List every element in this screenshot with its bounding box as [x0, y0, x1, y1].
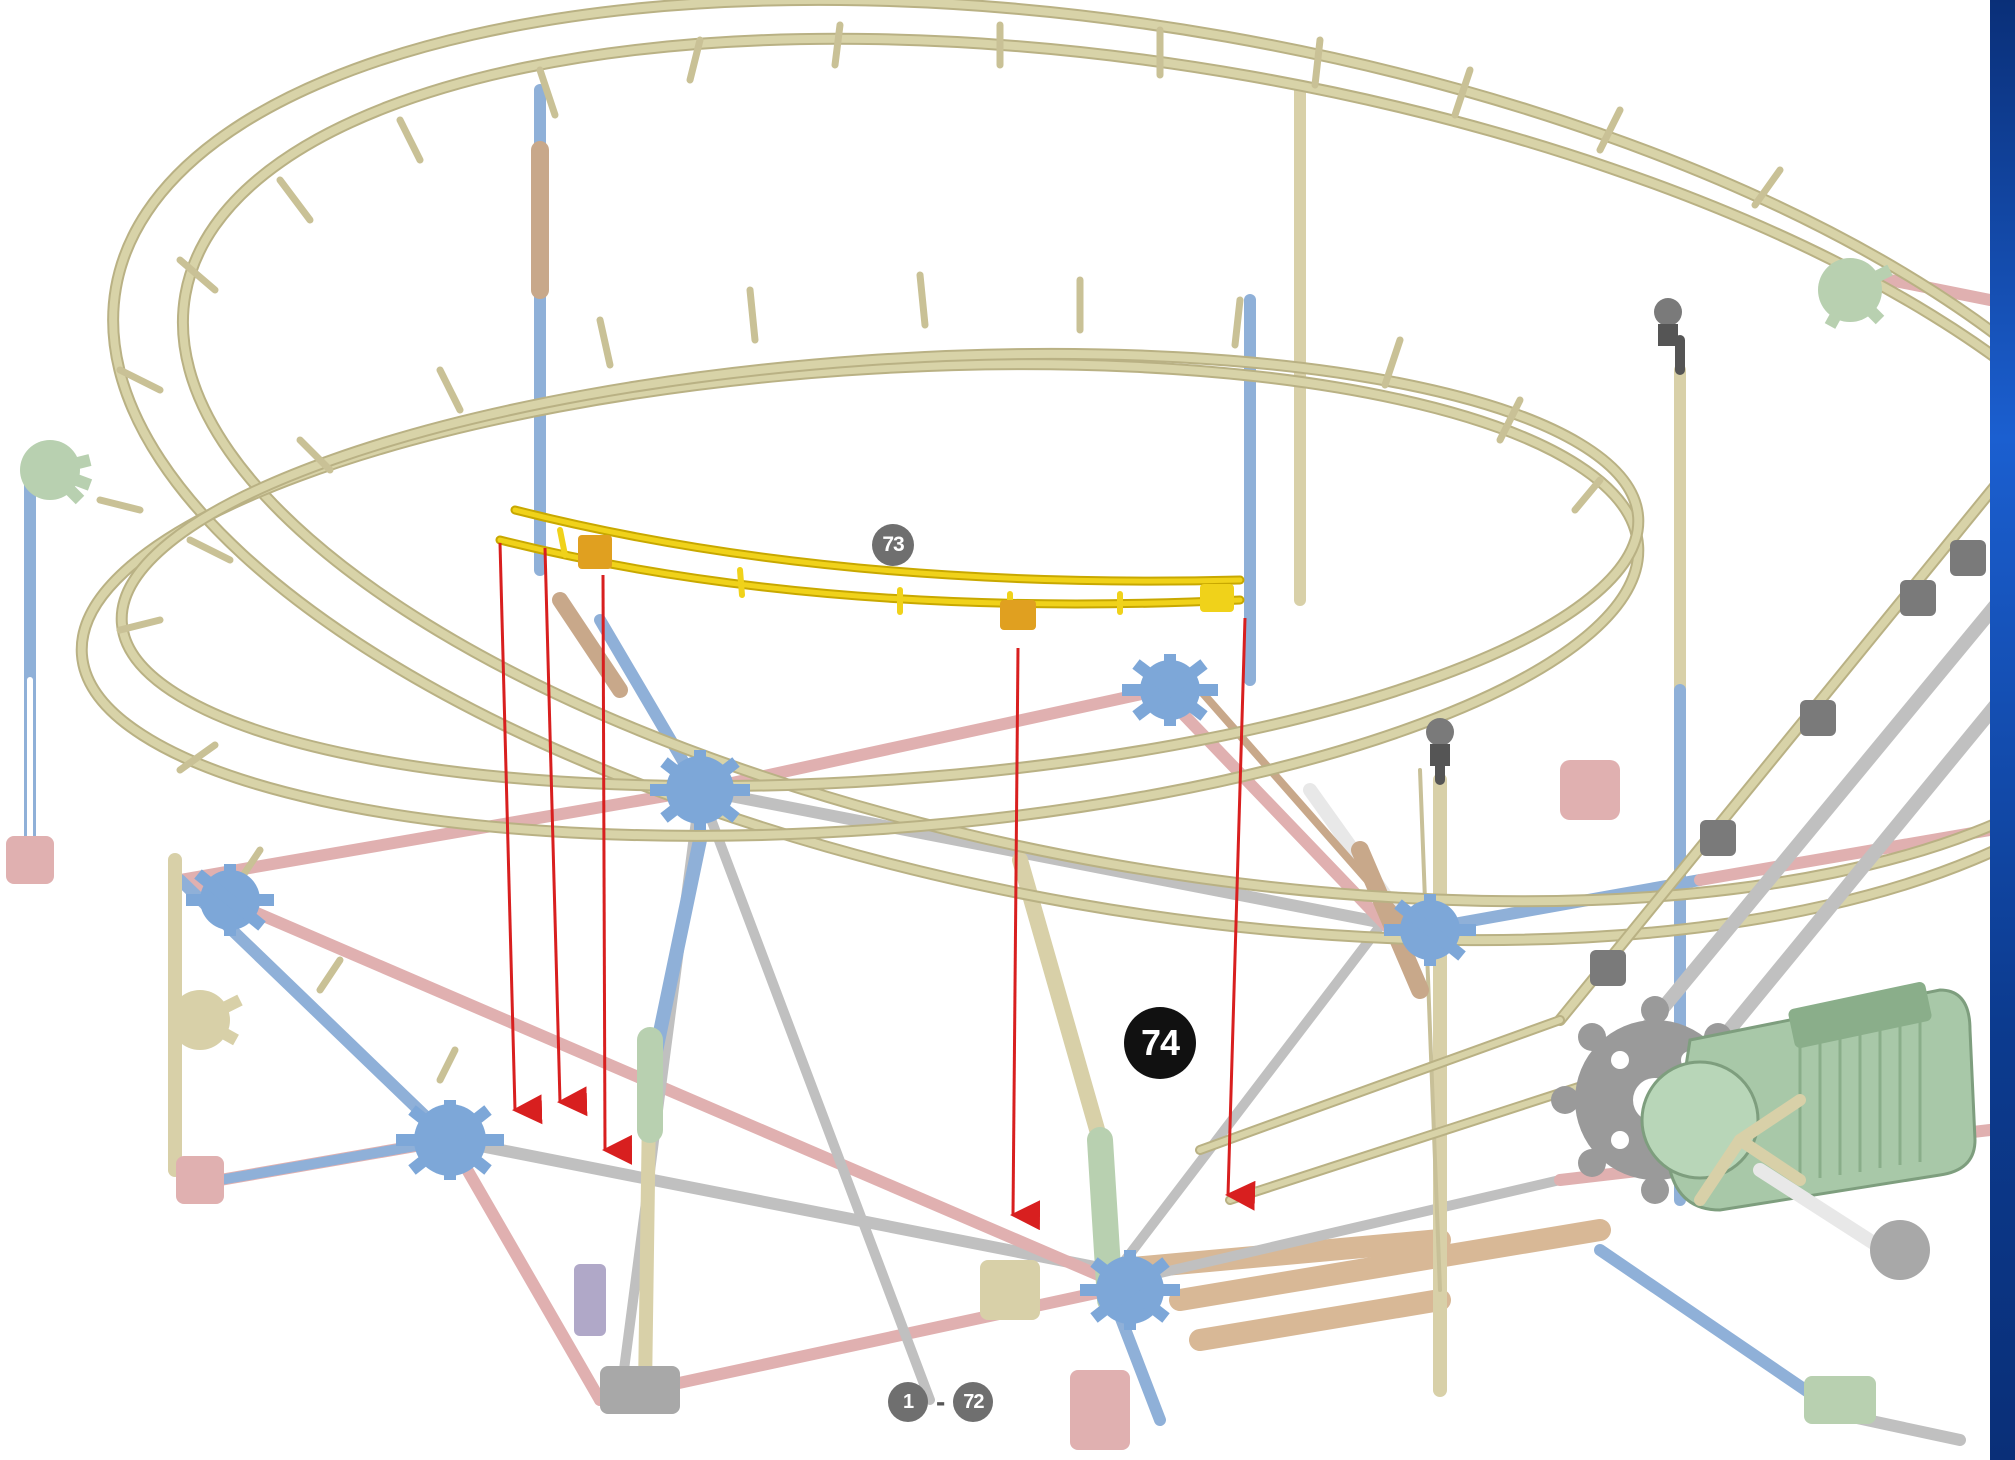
arrow-icon: [1225, 617, 1256, 1211]
lift-hill: [1195, 474, 2007, 1205]
connectors: [6, 258, 1893, 1450]
connector-base: [600, 1366, 680, 1414]
step-badge-previous: 73: [872, 524, 914, 566]
connector-base: [980, 1260, 1040, 1320]
page-edge-band: [1990, 0, 2015, 1460]
connector-base: [1070, 1370, 1130, 1450]
track-ties: [96, 21, 1784, 1084]
arrow-icon: [543, 547, 588, 1117]
lamp-posts: [1426, 298, 1682, 766]
connector-hub: [1080, 1250, 1180, 1330]
inner-ring-track: [75, 347, 1645, 842]
connector-half: [1818, 258, 1893, 329]
range-end: 72: [963, 1390, 984, 1413]
connector-hub: [186, 864, 274, 936]
motor: [1640, 981, 1977, 1280]
connector-base: [1804, 1376, 1876, 1424]
parts-range: 1 - 72: [888, 1380, 994, 1424]
step-badge-current: 74: [1124, 1007, 1196, 1079]
connector-corner: [176, 1156, 224, 1204]
range-separator: -: [936, 1386, 946, 1417]
step-number-current: 74: [1140, 1022, 1180, 1063]
motor-crank: [1694, 1094, 1806, 1206]
connector-hub: [650, 750, 750, 830]
arrow-icon: [498, 542, 543, 1125]
connector-half: [20, 440, 93, 505]
connector-hub: [1122, 654, 1218, 726]
connector-half: [170, 990, 243, 1050]
arrow-icon: [1010, 647, 1041, 1231]
connector-hub: [1384, 894, 1476, 966]
range-start: 1: [902, 1390, 914, 1413]
outer-ring-track: [107, 0, 2015, 947]
arrow-icon: [601, 574, 633, 1165]
motor-logo: [1788, 981, 1932, 1049]
range-start-badge: 1: [888, 1382, 928, 1422]
range-end-badge: 72: [953, 1382, 994, 1422]
connector-corner: [6, 836, 54, 884]
connector-base: [574, 1264, 606, 1336]
connector-hub: [396, 1100, 504, 1180]
connector-corner: [1560, 760, 1620, 820]
new-track-piece: [495, 505, 1245, 630]
step-number-previous: 73: [882, 533, 904, 556]
placement-arrows: [498, 542, 1256, 1231]
